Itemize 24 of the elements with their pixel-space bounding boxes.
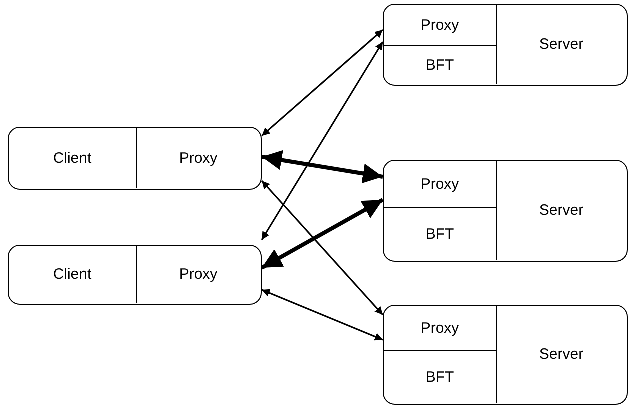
- component-cell: Client: [9, 128, 137, 188]
- component-cell: Proxy: [137, 128, 260, 188]
- double-arrow: [261, 180, 384, 316]
- double-arrow: [261, 198, 384, 270]
- component-cell: Server: [497, 5, 626, 84]
- component-cell: Proxy: [384, 161, 497, 208]
- component-cell: BFT: [384, 208, 497, 260]
- component-box: [383, 4, 628, 86]
- component-cell: Client: [9, 246, 137, 303]
- double-arrow: [261, 29, 384, 137]
- component-cell: Server: [497, 161, 626, 260]
- component-cell: Proxy: [384, 306, 497, 351]
- component-cell: Proxy: [137, 246, 260, 303]
- component-cell: Server: [497, 306, 626, 403]
- double-arrow: [262, 150, 384, 184]
- component-box: [8, 127, 262, 190]
- component-box: [383, 305, 628, 405]
- component-cell: Proxy: [384, 5, 497, 46]
- double-arrow: [262, 289, 384, 341]
- component-cell: BFT: [384, 46, 497, 84]
- component-cell: BFT: [384, 351, 497, 403]
- component-box: [8, 245, 262, 305]
- component-box: [383, 160, 628, 262]
- double-arrow: [261, 42, 384, 240]
